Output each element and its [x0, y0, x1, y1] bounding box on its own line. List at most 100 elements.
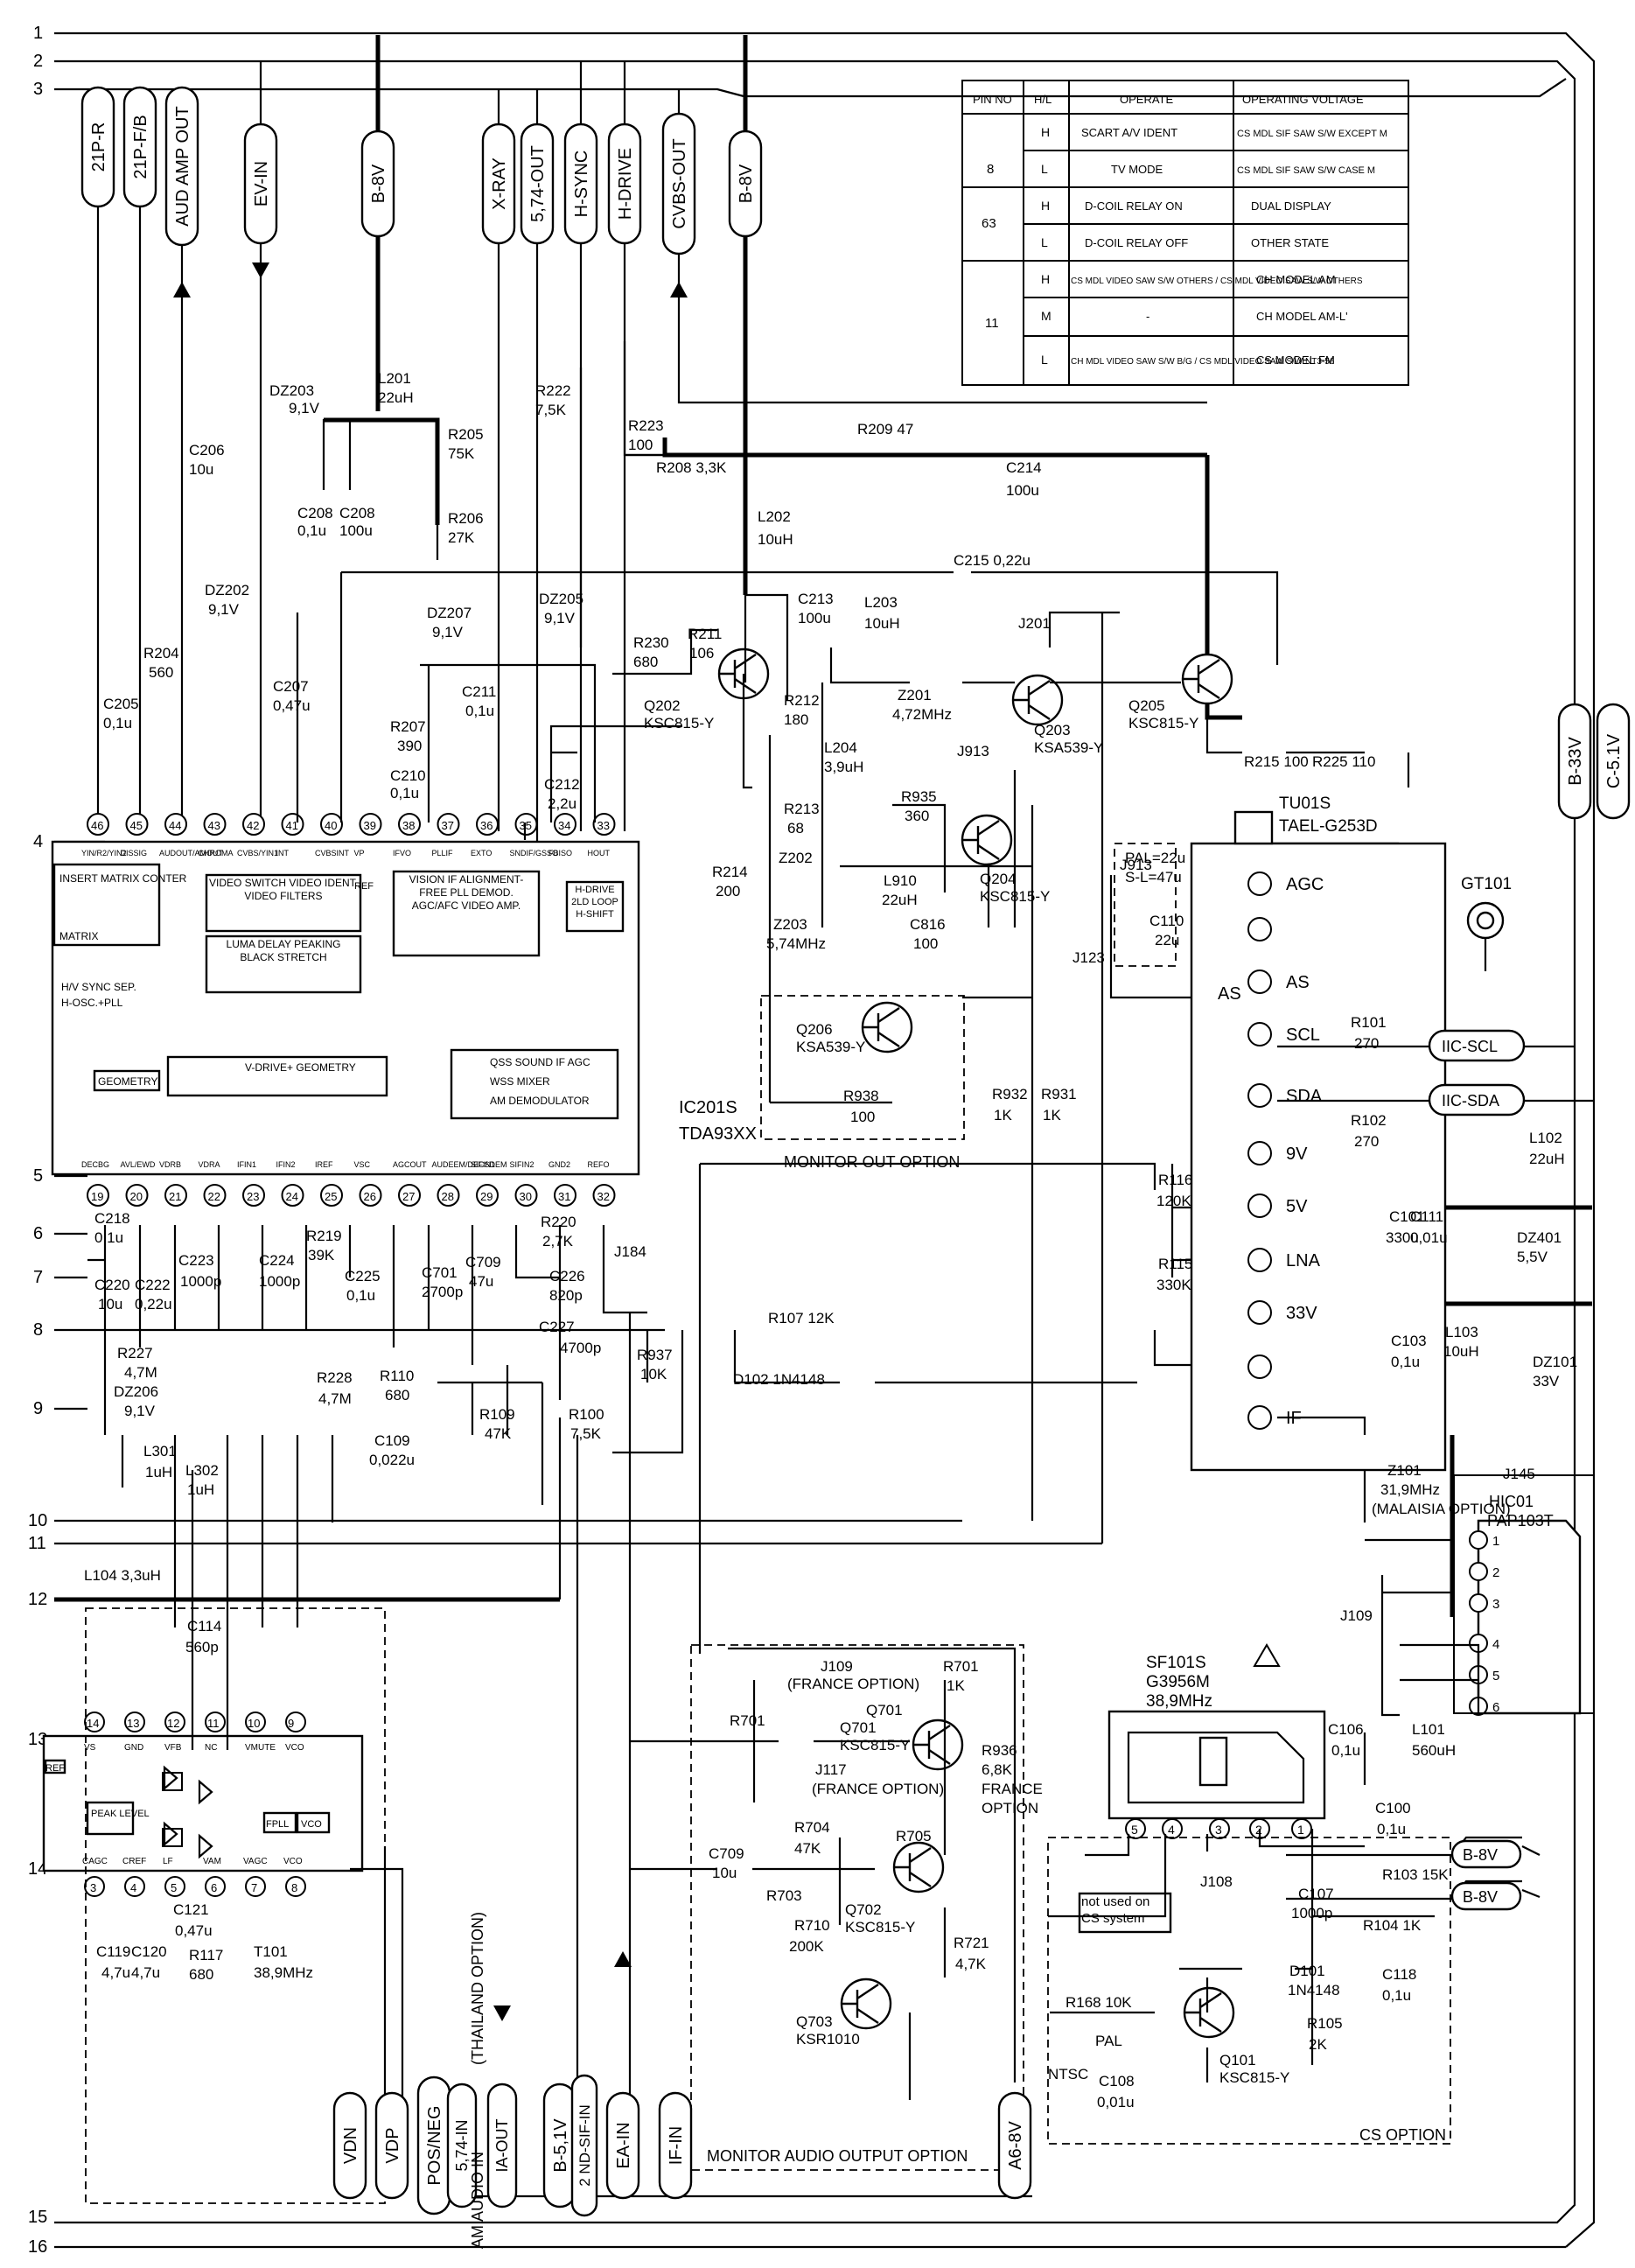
icb-pin-4	[124, 1876, 145, 1897]
block-fpll-label: FPLL	[266, 1819, 289, 1830]
tag-ifin-label: IF-IN	[667, 2126, 686, 2165]
ic201-pin-31	[554, 1184, 576, 1207]
ic201-pin-37	[437, 813, 460, 836]
ic201-pin-43	[203, 813, 227, 836]
label-r109v: 47K	[485, 1425, 512, 1442]
label-c210v: 0,1u	[390, 785, 419, 802]
label-l202v: 10uH	[758, 531, 793, 548]
label-c224: C224	[259, 1252, 295, 1269]
label-j913a: J913	[957, 743, 989, 760]
block-hv-sync-label: H/V SYNC SEP.	[61, 981, 136, 993]
icb-pin-3	[84, 1876, 105, 1897]
ic201-pin-name-45: DISSIG	[121, 849, 148, 858]
block-hosc-label: H-OSC.+PLL	[61, 997, 123, 1009]
block-vdrive	[166, 1055, 388, 1097]
ic201-pin-name-19: DECBG	[81, 1160, 109, 1169]
table-r0-hl: H	[1041, 125, 1050, 139]
iic-tags: IIC-SCL IIC-SDA	[1277, 1029, 1594, 1116]
tag-b8v-2-label: B-8V	[737, 164, 756, 203]
hic01-pin-1	[1469, 1530, 1488, 1550]
tuner-pin-scl-3	[1247, 1022, 1272, 1046]
ic201-pin-32	[592, 1184, 616, 1207]
bus-label-8: 8	[33, 1320, 43, 1340]
block-peak-level	[86, 1801, 135, 1836]
hic01-pin-num-6: 6	[1492, 1700, 1499, 1715]
bus-label-6: 6	[33, 1224, 43, 1243]
label-c103: C103	[1391, 1333, 1427, 1349]
ic201-pin-name-29: SIFIN1	[471, 1160, 495, 1169]
saw-crystal	[1198, 1736, 1228, 1787]
saw-pin-num-3: 3	[1215, 1823, 1222, 1837]
saw-pin-num-4: 4	[1168, 1823, 1175, 1837]
tag-vdn-label: VDN	[341, 2127, 360, 2164]
ic201-pin-name-27: AGCOUT	[393, 1160, 427, 1169]
tuner-pin-label-3: SCL	[1286, 1026, 1320, 1045]
table-r4-hl: H	[1041, 272, 1050, 286]
transistor-part-q202: KSC815-Y	[644, 715, 714, 732]
ic201-pin-name-41: INT	[276, 849, 290, 858]
ic201-pin-name-22: VDRA	[199, 1160, 220, 1169]
tuner-body	[1190, 842, 1447, 1472]
label-l910v: 22uH	[882, 892, 918, 908]
cs-b8v-tag-2	[1450, 1881, 1522, 1911]
label-l204: L204	[824, 739, 857, 756]
tuner-pin-lna-7	[1247, 1248, 1272, 1272]
transistor-part-q206: KSA539-Y	[796, 1039, 865, 1055]
tag-evin-label: EV-IN	[252, 161, 271, 206]
ic201-pin-38	[398, 813, 421, 836]
label-c226: C226	[549, 1268, 585, 1284]
block-luma-delay-label: LUMA DELAY PEAKING BLACK STRETCH	[226, 938, 341, 963]
block-wss-label: WSS MIXER	[490, 1075, 550, 1088]
ic201-pin-num-19: 19	[91, 1190, 103, 1203]
tuner-pin-label-5: 9V	[1286, 1144, 1308, 1164]
icb-pin-num-8: 8	[291, 1881, 297, 1894]
tag-cvbsout-label: CVBS-OUT	[670, 138, 689, 228]
label-c118v: 0,1u	[1382, 1987, 1411, 2004]
label-r116v: 120K	[1156, 1193, 1191, 1209]
tag-b8v-2	[728, 130, 763, 238]
tuner-pin-sda-4	[1247, 1083, 1272, 1108]
hic01-pin-num-3: 3	[1492, 1597, 1499, 1612]
tag-amaudio-label: AM AUDIO IN	[469, 2152, 486, 2249]
table-r5-op: -	[1146, 310, 1149, 323]
label-dz203: DZ203	[269, 382, 314, 399]
label-r104: R104 1K	[1363, 1917, 1422, 1934]
label-r101v: 270	[1354, 1035, 1379, 1052]
table-r3-hl: L	[1041, 235, 1048, 249]
tag-vdn	[332, 2091, 367, 2200]
ic201-pin-name-32: REFO	[588, 1160, 610, 1169]
tuner: TU01S TAEL-G253D AS AGCASSCLSDA9V5VLNA33…	[1190, 794, 1447, 1472]
hic01-pin-num-4: 4	[1492, 1637, 1499, 1652]
block-vdrive-label: V-DRIVE+ GEOMETRY	[245, 1061, 356, 1074]
ic201-pin-num-28: 28	[442, 1190, 454, 1203]
label-r212: R212	[784, 692, 820, 709]
label-l201v: 22uH	[378, 389, 414, 406]
tuner-pin-9v-5	[1247, 1141, 1272, 1166]
cs-b8v-2-label: B-8V	[1463, 1888, 1498, 1906]
label-c100: C100	[1375, 1800, 1411, 1816]
label-c225v: 0,1u	[346, 1287, 375, 1304]
saw-ref: SF101S	[1146, 1654, 1206, 1672]
label-r219: R219	[306, 1228, 342, 1244]
icb-pin-6	[205, 1876, 226, 1897]
label-c119: C119	[96, 1943, 130, 1960]
label-r212v: 180	[784, 711, 808, 728]
label-c207v: 0,47u	[273, 697, 311, 714]
label-r938v: 100	[850, 1109, 875, 1125]
icb-pin-14	[84, 1712, 105, 1732]
ic201-pin-num-42: 42	[247, 819, 259, 832]
label-ntsc: NTSC	[1048, 2066, 1088, 2082]
label-c224v: 1000p	[259, 1273, 300, 1290]
ic201-pin-num-30: 30	[520, 1190, 532, 1203]
table-r0-v: CS MDL SIF SAW S/W EXCEPT M	[1237, 129, 1387, 139]
tuner-pin-5v-6	[1247, 1194, 1272, 1218]
label-c119v: 4,7u	[101, 1964, 130, 1981]
bus-wire-1	[54, 32, 1596, 2248]
tuner-pin-label-8: 33V	[1286, 1304, 1317, 1323]
icb-pin-num-11: 11	[207, 1717, 220, 1730]
label-r110v: 680	[385, 1387, 409, 1404]
transistor-part-q701: KSC815-Y	[840, 1737, 910, 1754]
label-t101: T101	[254, 1943, 288, 1960]
gt101-label: GT101	[1461, 875, 1512, 893]
